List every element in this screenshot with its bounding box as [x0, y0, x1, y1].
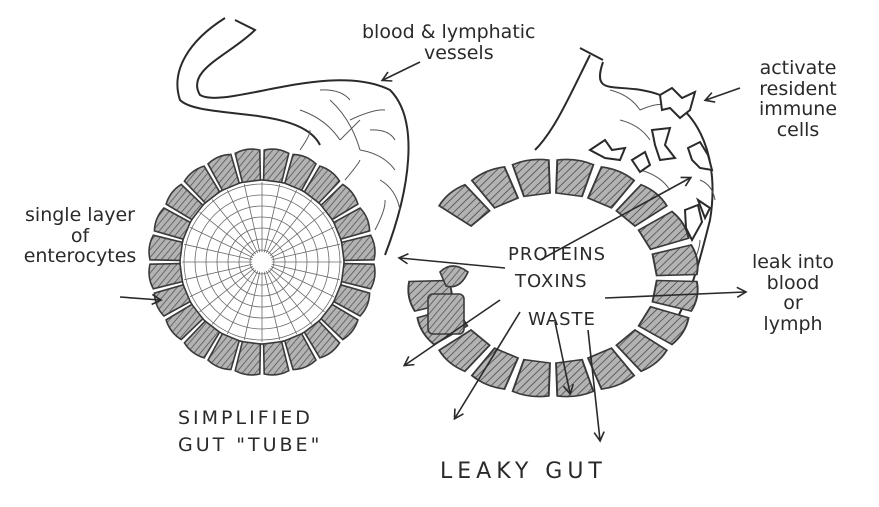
caption-simplified-line1: SIMPLIFIED [178, 407, 313, 429]
detached-cell [439, 265, 469, 288]
arrow-up-right [539, 176, 693, 261]
arrow-down-right [587, 329, 605, 443]
caption-leaky-gut: LEAKY GUT [440, 459, 607, 484]
label-leak: leak into blood or lymph [738, 252, 848, 334]
enterocyte-cell [651, 243, 699, 277]
enterocyte-cell [555, 358, 595, 398]
label-single-line3: enterocytes [23, 245, 137, 268]
arrow-left [397, 253, 506, 269]
left-villus-outline [196, 19, 410, 256]
immune-cell [650, 126, 677, 162]
enterocyte-cell [586, 347, 636, 390]
enterocyte-cell [165, 303, 204, 341]
simplified-gut-group [148, 17, 410, 376]
immune-cell [588, 138, 627, 162]
label-single-line2: of [70, 224, 90, 247]
label-immune-line2: resident [759, 77, 837, 100]
enterocyte-cell [651, 279, 699, 313]
enterocyte-cell [165, 183, 204, 221]
left-lumen-texture [182, 182, 342, 342]
enterocyte-cell [262, 148, 290, 184]
detached-cell [427, 293, 465, 335]
leaky-gut-group [407, 47, 716, 398]
enterocyte-cell [511, 358, 551, 398]
enterocyte-cell [511, 158, 551, 198]
enterocyte-cell [207, 153, 241, 192]
right-enterocyte-ring [407, 158, 699, 398]
immune-cells [588, 86, 714, 243]
enterocyte-cell [555, 158, 595, 198]
label-vessels: blood & lymphatic vessels [362, 22, 536, 63]
enterocyte-cell [637, 305, 690, 346]
label-leak-line2: blood [766, 271, 820, 294]
label-leak-line3: or [783, 292, 803, 315]
label-toxins: TOXINS [515, 271, 588, 292]
label-leak-line1: leak into [751, 251, 835, 273]
enterocyte-cell [637, 210, 690, 251]
immune-cell [695, 197, 712, 221]
enterocyte-cell [586, 166, 636, 209]
enterocyte-cell [148, 262, 184, 290]
enterocyte-cell [332, 207, 371, 241]
label-immune: activate resident immune cells [728, 58, 868, 140]
label-single-layer: single layer of enterocytes [6, 205, 154, 267]
arrows [119, 61, 748, 443]
enterocyte-cell [283, 332, 317, 371]
label-single-line1: single layer [25, 204, 135, 226]
arrow-vessels [380, 61, 421, 82]
arrow-enterocytes [119, 293, 163, 306]
enterocyte-cell [437, 183, 491, 228]
enterocyte-cell [320, 183, 359, 221]
arrow-down-left-2 [453, 311, 521, 421]
enterocyte-cell [148, 234, 184, 262]
enterocyte-cell [262, 340, 290, 376]
immune-cell [686, 140, 714, 172]
enterocyte-cell [303, 165, 341, 204]
arrow-down-mid [554, 321, 575, 396]
label-vessels-line2: vessels [424, 41, 494, 64]
label-immune-line1: activate [759, 57, 837, 79]
immune-cell [658, 86, 697, 120]
enterocyte-cell [340, 262, 376, 290]
right-vessel-network [609, 89, 716, 271]
enterocyte-cell [332, 283, 371, 317]
enterocyte-cell [183, 320, 221, 359]
enterocyte-cell [283, 153, 317, 192]
label-waste: WASTE [528, 309, 596, 330]
enterocyte-cell [437, 328, 491, 373]
arrow-immune [703, 87, 741, 103]
enterocyte-cell [183, 165, 221, 204]
arrow-down-left-1 [402, 299, 501, 367]
left-enterocyte-ring [148, 148, 376, 376]
label-immune-line3: immune [758, 98, 838, 121]
enterocyte-cell [470, 166, 520, 209]
enterocyte-cell [234, 148, 262, 184]
enterocyte-cell [320, 303, 359, 341]
left-vessel-network [299, 89, 401, 231]
label-vessels-line1: blood & lymphatic [362, 21, 536, 43]
label-proteins: PROTEINS [508, 244, 607, 265]
enterocyte-cell [303, 320, 341, 359]
immune-cell [630, 150, 652, 174]
label-leak-line4: lymph [763, 312, 823, 335]
enterocyte-cell [207, 332, 241, 371]
enterocyte-cell [615, 328, 669, 373]
caption-simplified-line2: GUT "TUBE" [178, 433, 323, 456]
label-immune-line4: cells [776, 118, 820, 141]
caption-simplified: SIMPLIFIED GUT "TUBE" [178, 408, 322, 455]
enterocyte-cell [153, 207, 192, 241]
enterocyte-cell [234, 340, 262, 376]
arrow-leak-right [604, 286, 748, 299]
enterocyte-cell [470, 347, 520, 390]
enterocyte-cell [340, 234, 376, 262]
left-lumen [179, 179, 345, 345]
immune-cell [683, 203, 704, 243]
